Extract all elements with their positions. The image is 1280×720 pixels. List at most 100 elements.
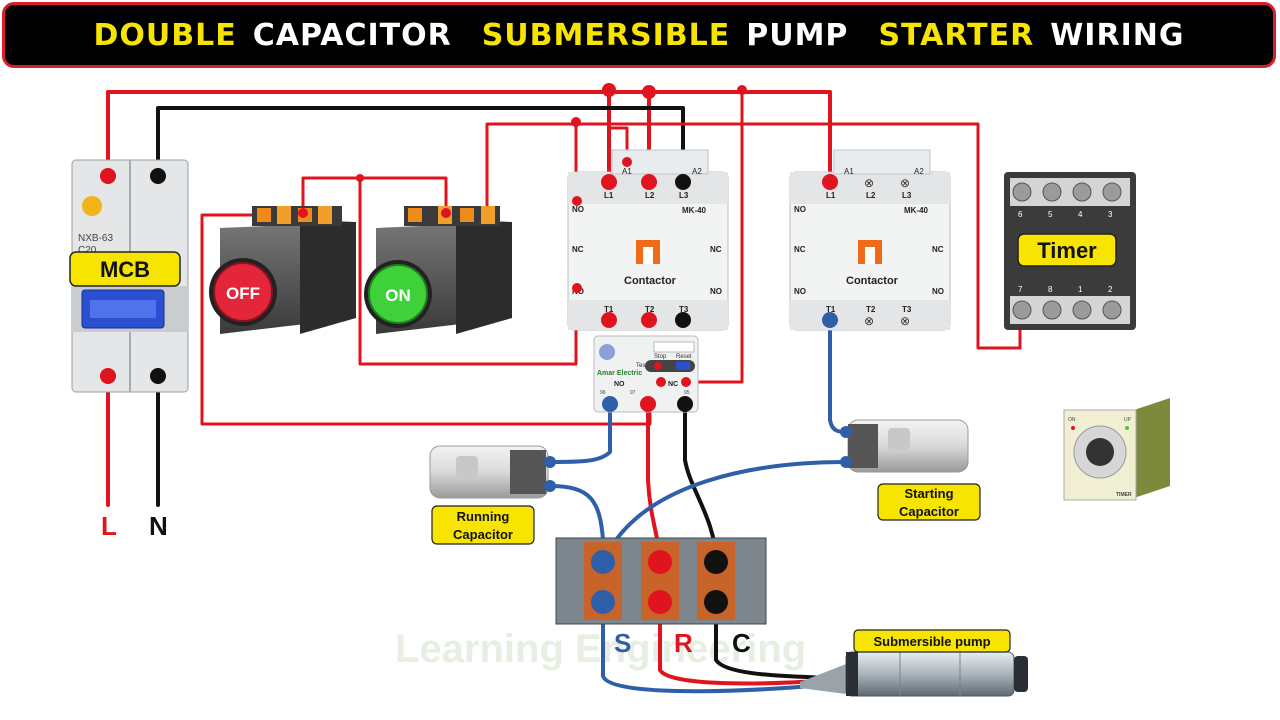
c2-t1: T1 <box>826 305 836 314</box>
mcb-rating: C20 <box>78 245 97 256</box>
on-button-unit[interactable]: ON <box>364 206 512 334</box>
wire-neutral-main <box>156 106 685 184</box>
timer-up-small: UP <box>1124 417 1132 423</box>
c1-a1: A1 <box>622 167 632 176</box>
mcb-bottom-terminal-l[interactable] <box>100 368 116 384</box>
mcb[interactable]: NXB-63 C20 MCB <box>69 159 189 393</box>
startcap-terminal-top[interactable] <box>840 426 852 438</box>
c1-no-top: NO <box>572 205 584 214</box>
watermark: Learning Engineering <box>395 627 806 671</box>
running-capacitor <box>429 445 556 499</box>
c1-l2-terminal[interactable] <box>641 174 657 190</box>
timer-dial[interactable] <box>1086 438 1114 466</box>
ol-stop: Stop <box>654 354 667 360</box>
c2-l3-screw-icon: ⊗ <box>900 176 910 190</box>
terminal-r-label: R <box>674 628 693 658</box>
terminal-c-top[interactable] <box>704 550 728 574</box>
timer-pin-2: 2 <box>1108 285 1113 294</box>
off-terminal[interactable] <box>298 208 308 218</box>
mcb-top-terminal-l[interactable] <box>100 168 116 184</box>
c2-a1: A1 <box>844 167 854 176</box>
c1-t2: T2 <box>645 305 655 314</box>
off-label: OFF <box>226 284 260 303</box>
c1-l2: L2 <box>645 191 655 200</box>
on-terminal[interactable] <box>441 208 451 218</box>
wire-t1-to-startcap <box>828 318 848 434</box>
timer-relay[interactable]: 6 5 4 3 7 8 1 2 Timer <box>1004 172 1136 330</box>
timer-pin-8: 8 <box>1048 285 1053 294</box>
starting-capacitor-label-1: Starting <box>904 486 953 501</box>
c2-model: MK-40 <box>904 206 929 215</box>
terminal-s-top[interactable] <box>591 550 615 574</box>
c1-a1-terminal[interactable] <box>622 157 632 167</box>
c2-no-top: NO <box>794 205 806 214</box>
terminal-block <box>555 537 767 625</box>
ol-reset-button[interactable] <box>676 362 690 370</box>
c1-a2: A2 <box>692 167 702 176</box>
ol-t97: 97 <box>630 390 636 396</box>
ol-out-2[interactable] <box>640 396 656 412</box>
mcb-top-terminal-n[interactable] <box>150 168 166 184</box>
timer-pin-6: 6 <box>1018 210 1023 219</box>
c2-l2: L2 <box>866 191 876 200</box>
c1-no-top-terminal[interactable] <box>572 196 582 206</box>
terminal-s-bottom[interactable] <box>591 590 615 614</box>
c2-t1-terminal[interactable] <box>822 312 838 328</box>
contactor-2[interactable]: A1 A2 L1 L2 L3 ⊗ ⊗ MK-40 NO NC NC NO NO … <box>789 149 951 331</box>
c2-l2-screw-icon: ⊗ <box>864 176 874 190</box>
ol-nc: NC <box>668 381 678 388</box>
wires <box>106 88 1022 694</box>
runcap-terminal-top[interactable] <box>544 456 556 468</box>
c2-no-bottom: NO <box>794 287 806 296</box>
c1-t1-terminal[interactable] <box>601 312 617 328</box>
runcap-terminal-bottom[interactable] <box>544 480 556 492</box>
overload-relay[interactable]: Stop Reset Test Amar Electric NO NC 96 9… <box>593 335 699 413</box>
wire-on-to-no <box>485 122 1022 350</box>
mcb-bottom-terminal-n[interactable] <box>150 368 166 384</box>
ol-out-1[interactable] <box>602 396 618 412</box>
supply-l-label: L <box>101 511 117 541</box>
off-button-unit[interactable]: OFF <box>209 206 356 334</box>
off-button[interactable] <box>213 262 273 322</box>
title-pump: PUMP <box>746 17 849 53</box>
on-button[interactable] <box>368 264 428 324</box>
on-label: ON <box>385 286 411 305</box>
running-capacitor-label-1: Running <box>457 509 510 524</box>
contactor-1[interactable]: A1 A2 L1 L2 L3 MK-40 NO NC NC NO NO Cont… <box>567 149 729 331</box>
terminal-c-label: C <box>732 628 751 658</box>
startcap-terminal-bottom[interactable] <box>840 456 852 468</box>
title-bar: DOUBLE CAPACITOR SUBMERSIBLE PUMP STARTE… <box>2 2 1276 68</box>
supply-n-label: N <box>149 511 168 541</box>
ol-no-terminal[interactable] <box>656 377 666 387</box>
timer-on-small: ON <box>1068 417 1076 423</box>
c1-t2-terminal[interactable] <box>641 312 657 328</box>
mcb-logo-icon <box>82 196 102 216</box>
c1-t3-terminal[interactable] <box>675 312 691 328</box>
c2-l1-terminal[interactable] <box>822 174 838 190</box>
c1-model: MK-40 <box>682 206 707 215</box>
c1-l1-terminal[interactable] <box>601 174 617 190</box>
timer-label: Timer <box>1037 238 1097 263</box>
timer-small-label: TIMER <box>1116 492 1132 498</box>
ol-stop-button[interactable] <box>654 362 662 370</box>
mcb-label-box <box>69 251 181 287</box>
running-capacitor-label-box <box>431 505 535 545</box>
title-starter: STARTER <box>878 17 1035 53</box>
wire-phase-main <box>106 90 832 182</box>
timer-module[interactable]: ON UP TIMER <box>1063 398 1170 501</box>
terminal-r-bottom[interactable] <box>648 590 672 614</box>
c1-l3-terminal[interactable] <box>675 174 691 190</box>
terminal-c-bottom[interactable] <box>704 590 728 614</box>
timer-pin-4: 4 <box>1078 210 1083 219</box>
wire-blue-run-top <box>548 402 612 464</box>
c1-no-bottom-terminal[interactable] <box>572 283 582 293</box>
timer-pin-7: 7 <box>1018 285 1023 294</box>
terminal-s-label: S <box>614 628 631 658</box>
ol-out-3[interactable] <box>677 396 693 412</box>
ol-nc-terminal[interactable] <box>681 377 691 387</box>
c2-a2: A2 <box>914 167 924 176</box>
ol-no: NO <box>614 381 625 388</box>
timer-pin-5: 5 <box>1048 210 1053 219</box>
ol-brand: Amar Electric <box>597 370 642 377</box>
terminal-r-top[interactable] <box>648 550 672 574</box>
